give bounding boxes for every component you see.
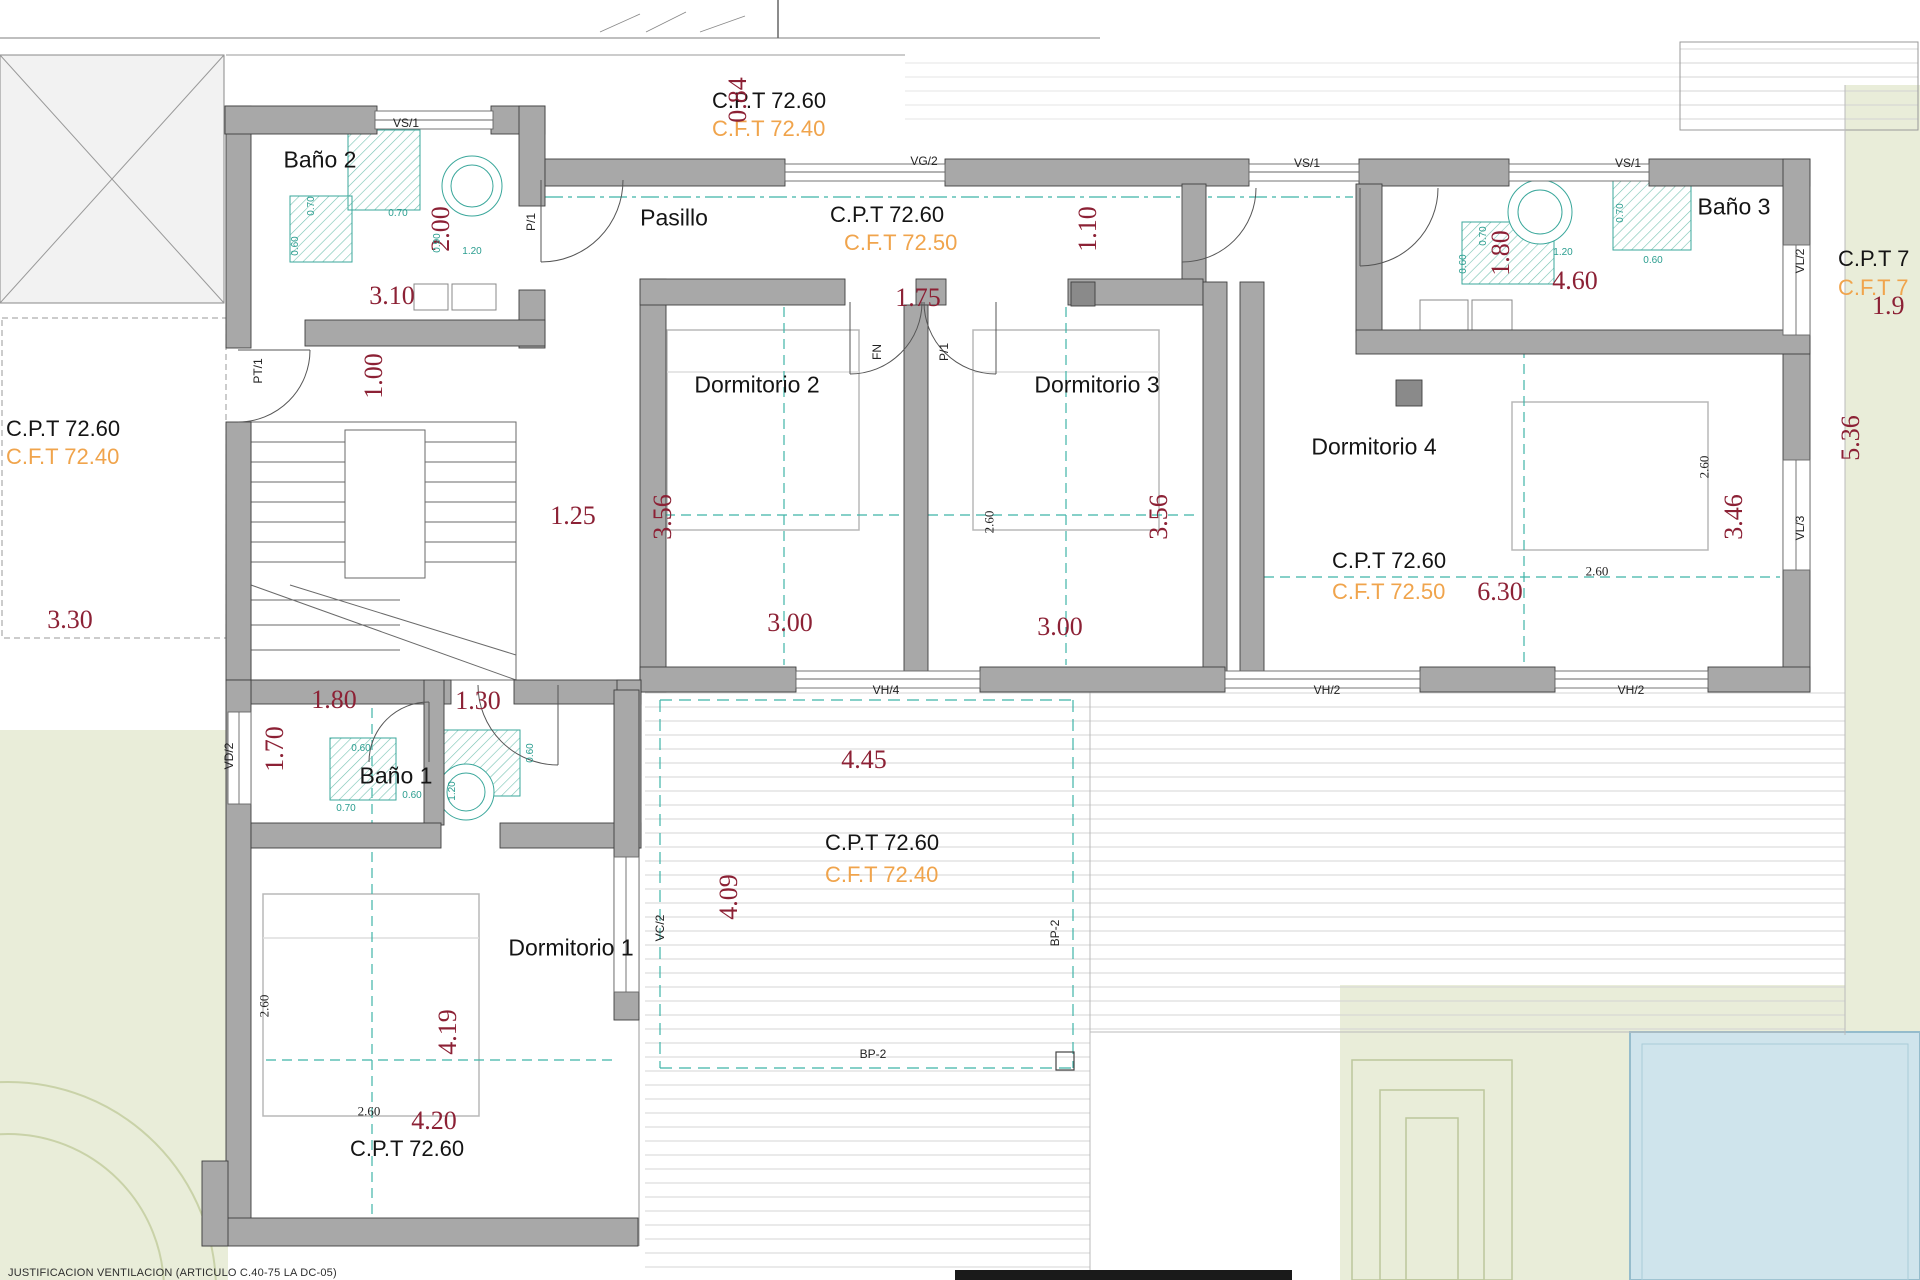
room-label-dormitorio4: Dormitorio 4 [1311,433,1437,460]
tag-p1-a: P/1 [524,212,538,232]
tag-vs1-a: VS/1 [392,116,420,130]
level-cft-dorm4: C.F.T 72.50 [1332,579,1446,604]
tag-p1-b: P/1 [937,342,951,362]
fixdim-070-c: 0.70 [1478,226,1489,246]
fixdim-120-c: 1.20 [447,781,458,801]
doors [237,179,1439,766]
pool [1629,1031,1920,1280]
dim-1-10: 1.10 [1073,206,1102,252]
dim-small-2-60-d: 2.60 [1696,455,1712,479]
room-label-pasillo: Pasillo [640,204,708,231]
level-cft-pasillo: C.F.T 72.50 [844,230,958,255]
terrace-hatch [638,41,1919,1280]
level-cpt-pasillo: C.P.T 72.60 [830,202,945,227]
dim-4-19: 4.19 [433,1009,462,1055]
tag-bp2-b: BP-2 [859,1047,887,1061]
level-cft-top: C.F.T 72.40 [712,116,826,141]
level-cpt-right: C.P.T 7 [1838,246,1910,271]
dim-1-00: 1.00 [359,353,388,399]
dim-3-00-a: 3.00 [767,608,813,637]
dim-3-46: 3.46 [1719,494,1748,540]
fixdim-120-a: 1.20 [462,246,482,257]
level-cpt-left: C.P.T 72.60 [6,416,121,441]
dim-1-25: 1.25 [550,501,596,530]
level-cpt-terrace: C.P.T 72.60 [825,830,940,855]
tag-vh2-b: VH/2 [1617,683,1645,697]
dim-small-2-60-e: 2.60 [981,510,997,534]
title-block-bar [955,1270,1292,1280]
fixdim-120-b: 1.20 [1553,247,1573,258]
fixdim-060-e: 0.60 [525,743,536,763]
room-label-dormitorio1: Dormitorio 1 [508,934,634,961]
tag-vs1-c: VS/1 [1614,156,1642,170]
tag-fn: FN [870,344,884,360]
fixdim-060-c: 0.60 [1643,255,1663,266]
dim-0-84: 0.84 [723,77,752,123]
fixdim-070-b: 0.70 [388,208,408,219]
dim-3-30: 3.30 [47,605,93,634]
tag-vs1-b: VS/1 [1293,156,1321,170]
level-cft-right: C.F.T 7 [1838,275,1909,300]
room-label-dormitorio2: Dormitorio 2 [694,371,820,398]
dim-1-80-b: 1.80 [311,685,357,714]
dim-1-75: 1.75 [895,283,941,312]
fixdim-060-b: 0.60 [1458,254,1469,274]
tag-vd2: VD/2 [222,742,236,770]
tag-vh2-a: VH/2 [1313,683,1341,697]
dim-1-30: 1.30 [455,686,501,715]
dimension-lines [266,196,1780,1216]
dim-3-00-b: 3.00 [1037,612,1083,641]
room-label-bano2: Baño 2 [283,146,357,173]
fixdim-070-e: 0.70 [336,803,356,814]
dim-1-9-cut: 1.9 [1872,291,1905,320]
dim-1-70: 1.70 [260,726,289,772]
dim-5-36: 5.36 [1836,415,1865,461]
dim-4-60: 4.60 [1552,266,1598,295]
dim-4-45: 4.45 [841,745,887,774]
stairs [250,421,517,681]
roof-outline [0,0,1100,639]
room-label-bano1: Baño 1 [359,762,433,789]
room-label-dormitorio3: Dormitorio 3 [1034,371,1160,398]
fixdim-070-d: 0.70 [1615,203,1626,223]
dim-4-09: 4.09 [714,874,743,920]
tag-vc2: VC/2 [653,914,667,942]
dim-small-2-60-c: 2.60 [1585,563,1609,579]
tag-pt1: PT/1 [251,358,265,384]
footer-note: JUSTIFICACION VENTILACION (ARTICULO C.40… [8,1267,337,1279]
fixdim-060-d: 0.60 [351,743,371,754]
tag-vh4: VH/4 [872,683,900,697]
dim-3-56-b: 3.56 [1144,494,1173,540]
room-label-bano3: Baño 3 [1697,193,1771,220]
dim-small-2-60-a: 2.60 [256,994,272,1018]
dim-4-20: 4.20 [411,1106,457,1135]
fixdim-070-a: 0.70 [306,196,317,216]
dim-6-30: 6.30 [1477,577,1523,606]
dim-3-56-a: 3.56 [648,494,677,540]
level-cpt-top: C.P.T 72.60 [712,88,827,113]
level-cft-terrace: C.F.T 72.40 [825,862,939,887]
level-cft-left: C.F.T 72.40 [6,444,120,469]
fixdim-060-a: 0.60 [290,236,301,256]
level-cpt-dorm4: C.P.T 72.60 [1332,548,1447,573]
dim-small-2-60-b: 2.60 [357,1103,381,1119]
tag-vl2: VL/2 [1793,248,1807,274]
fixdim-060-f: 0.60 [402,790,422,801]
windows [227,110,1811,993]
tag-vg2: VG/2 [910,154,938,168]
dim-1-80-a: 1.80 [1486,230,1515,276]
dim-3-10: 3.10 [369,281,415,310]
level-cpt-bottom: C.P.T 72.60 [350,1136,465,1161]
fixdim-090: 0.90 [432,233,443,253]
tag-bp2-a: BP-2 [1048,919,1062,947]
tag-vl3: VL/3 [1793,515,1807,541]
